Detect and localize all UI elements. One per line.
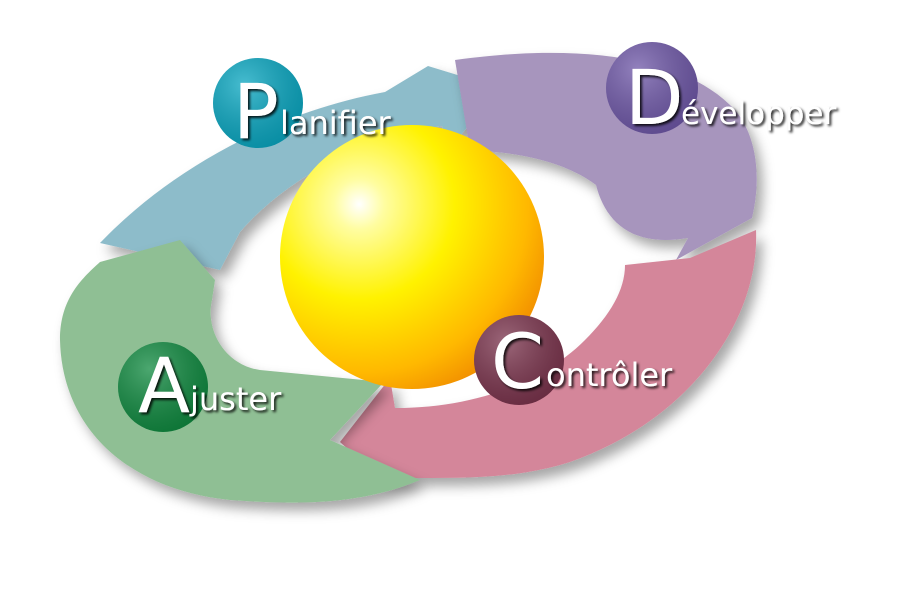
- label-ajuster: juster: [189, 380, 282, 418]
- arrow-planifier: [100, 66, 500, 270]
- stage-ajuster: A juster: [118, 341, 282, 432]
- arrow-ajuster: [60, 240, 420, 503]
- badge-shine: [474, 315, 564, 405]
- center-sphere: [280, 125, 544, 389]
- stage-developper: D évelopper: [606, 42, 836, 142]
- label-controler: ontrôler: [546, 356, 673, 394]
- stage-controler: C ontrôler: [474, 315, 673, 406]
- label-developper: évelopper: [681, 96, 836, 132]
- label-planifier: lanifier: [280, 104, 392, 142]
- arrow-controler: [340, 230, 757, 478]
- badge-shine: [606, 42, 698, 134]
- badge-shine: [118, 342, 208, 432]
- initial-p: P: [233, 67, 279, 156]
- initial-c: C: [491, 317, 544, 406]
- stage-planifier: P lanifier: [213, 58, 392, 156]
- initial-d: D: [625, 53, 684, 142]
- initial-a: A: [138, 341, 190, 430]
- badge-shine: [213, 58, 303, 148]
